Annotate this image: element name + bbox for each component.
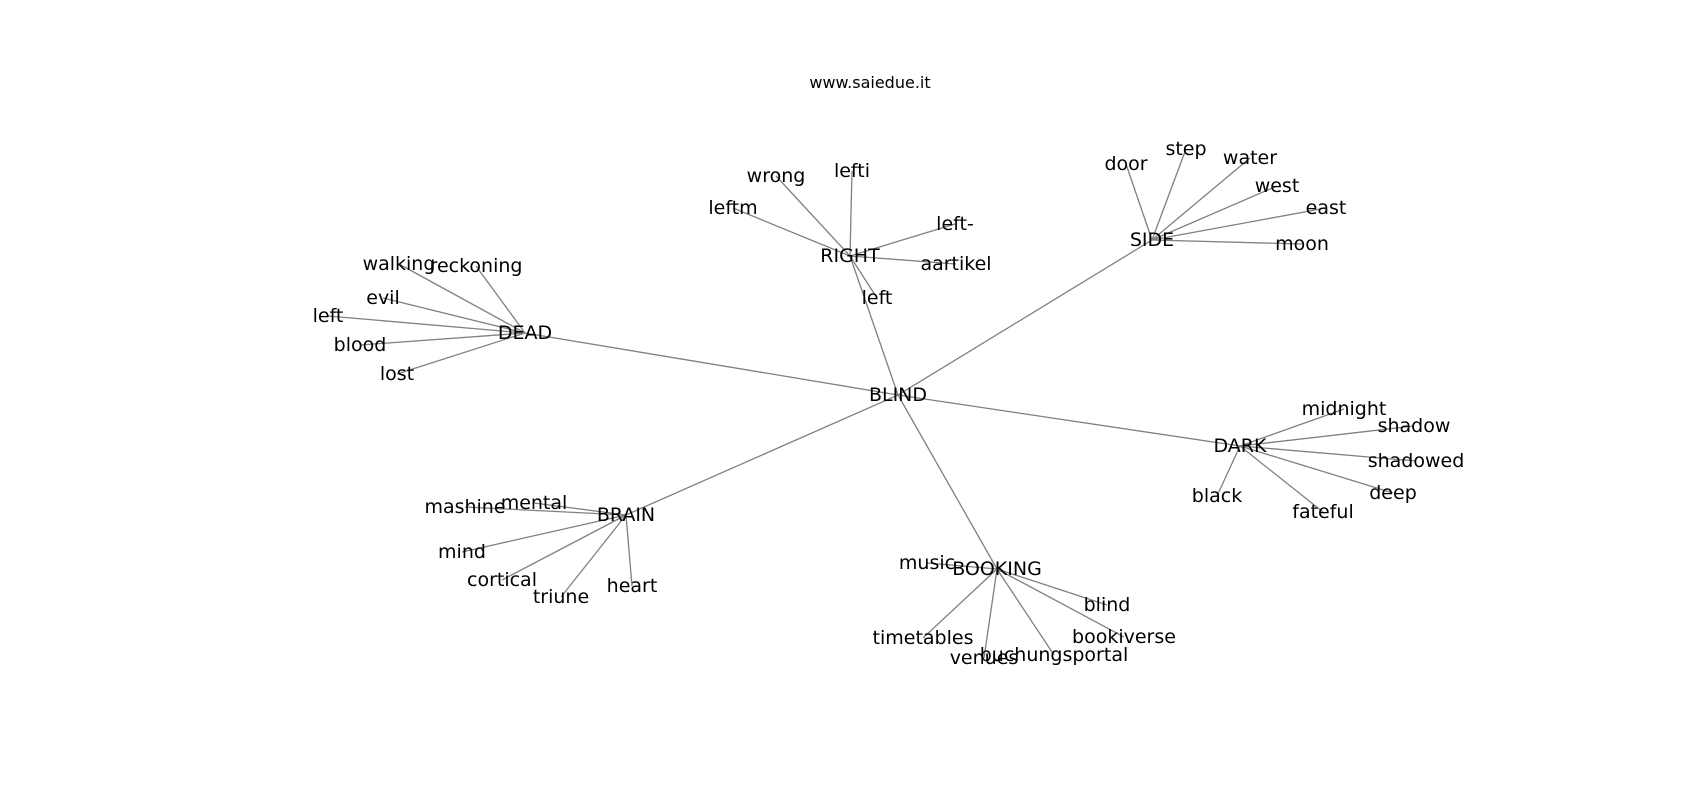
- edge-booking-bookiverse: [996, 568, 1125, 638]
- edge-side-water: [1151, 157, 1251, 241]
- node-leaf-brain-triune: triune: [533, 586, 589, 608]
- edge-dead-reckoning: [475, 265, 526, 334]
- node-leaf-dead-left: left: [313, 305, 344, 327]
- node-leaf-side-west: west: [1255, 175, 1300, 197]
- edge-side-step: [1151, 148, 1187, 241]
- node-leaf-booking-venues: venues: [950, 647, 1019, 669]
- node-leaf-brain-cortical: cortical: [467, 569, 537, 591]
- edge-dark-fateful: [1239, 445, 1324, 513]
- edge-side-west: [1151, 185, 1278, 241]
- node-leaf-dead-reckoning: reckoning: [430, 255, 523, 277]
- node-leaf-side-water: water: [1223, 147, 1277, 169]
- node-leaf-right-lefti: lefti: [834, 160, 870, 182]
- node-leaf-dead-evil: evil: [366, 287, 400, 309]
- node-leaf-dead-blood: blood: [334, 334, 387, 356]
- edge-right-wrong: [775, 175, 851, 257]
- node-leaf-dead-walking: walking: [363, 253, 436, 275]
- node-leaf-side-door: door: [1104, 153, 1147, 175]
- node-leaf-booking-music: music: [899, 552, 955, 574]
- node-leaf-brain-mashine: mashine: [424, 496, 505, 518]
- edge-brain-mashine: [464, 506, 627, 516]
- edge-side-east: [1151, 207, 1327, 241]
- edge-brain-cortical: [501, 514, 627, 581]
- edge-right-leftm: [732, 207, 851, 257]
- node-hub-right: RIGHT: [820, 245, 880, 267]
- node-leaf-brain-heart: heart: [607, 575, 658, 597]
- node-hub-booking: BOOKING: [952, 558, 1042, 580]
- labels-layer: BLIND RIGHT wrong lefti leftm left-aartikel le…: [313, 138, 1465, 669]
- node-leaf-dead-lost: lost: [380, 363, 414, 385]
- node-hub-brain: BRAIN: [597, 504, 655, 526]
- edge-dead-evil: [382, 297, 526, 334]
- edge-booking-blind: [996, 568, 1108, 606]
- node-leaf-brain-mind: mind: [438, 541, 486, 563]
- edge-dead-left: [327, 315, 526, 334]
- edge-dark-shadowed: [1239, 445, 1417, 462]
- node-leaf-booking-blind: blind: [1084, 594, 1131, 616]
- edge-brain-mental: [533, 502, 627, 516]
- node-hub-side: SIDE: [1130, 229, 1174, 251]
- node-leaf-dark-fateful: fateful: [1292, 501, 1353, 523]
- node-leaf-right-left: left: [862, 287, 893, 309]
- node-hub-dark: DARK: [1214, 435, 1267, 457]
- node-leaf-side-east: east: [1306, 197, 1347, 219]
- edge-brain-mind: [461, 514, 627, 553]
- edge-dark-shadow: [1239, 425, 1415, 447]
- edge-dead-lost: [396, 332, 526, 375]
- edge-blind-dead: [524, 332, 899, 396]
- node-leaf-dark-black: black: [1192, 485, 1242, 507]
- edge-blind-brain: [625, 394, 899, 516]
- edge-booking-venues: [983, 568, 998, 659]
- edge-booking-buchungsportal: [996, 568, 1055, 656]
- edge-brain-heart: [625, 514, 633, 587]
- edge-right-aartikel: [849, 255, 957, 265]
- node-leaf-side-moon: moon: [1275, 233, 1329, 255]
- node-leaf-right-wrong: wrong: [747, 165, 806, 187]
- node-leaf-right-left: left-: [936, 213, 974, 235]
- node-leaf-dark-deep: deep: [1369, 482, 1417, 504]
- node-root-blind: BLIND: [869, 384, 927, 406]
- edge-dark-midnight: [1239, 408, 1345, 447]
- edge-booking-music: [926, 562, 998, 570]
- edge-brain-triune: [560, 514, 627, 598]
- edges-layer: [327, 148, 1417, 659]
- edge-blind-side: [897, 239, 1153, 396]
- node-leaf-booking-timetables: timetables: [873, 627, 974, 649]
- edge-dark-black: [1216, 445, 1241, 497]
- edge-dead-blood: [359, 332, 526, 346]
- node-leaf-dark-shadow: shadow: [1378, 415, 1451, 437]
- node-leaf-dark-midnight: midnight: [1302, 398, 1387, 420]
- node-leaf-right-leftm: leftm: [708, 197, 757, 219]
- node-leaf-side-step: step: [1165, 138, 1206, 160]
- node-hub-dead: DEAD: [498, 322, 552, 344]
- node-leaf-dark-shadowed: shadowed: [1368, 450, 1465, 472]
- edge-right-left: [849, 223, 956, 257]
- edge-side-moon: [1151, 239, 1303, 245]
- edge-blind-right: [849, 255, 899, 396]
- node-leaf-booking-buchungsportal: buchungsportal: [980, 644, 1129, 666]
- edge-blind-booking: [897, 394, 998, 570]
- edge-dark-deep: [1239, 445, 1394, 494]
- edge-booking-timetables: [922, 568, 998, 639]
- node-leaf-brain-mental: mental: [501, 492, 568, 514]
- edge-blind-dark: [897, 394, 1241, 447]
- edge-right-lefti: [849, 170, 853, 257]
- edge-dead-walking: [398, 263, 526, 334]
- edge-right-left: [849, 255, 878, 299]
- edge-side-door: [1125, 163, 1153, 241]
- node-leaf-booking-bookiverse: bookiverse: [1072, 626, 1176, 648]
- node-leaf-right-aartikel: aartikel: [920, 253, 991, 275]
- site-title: www.saiedue.it: [809, 73, 930, 92]
